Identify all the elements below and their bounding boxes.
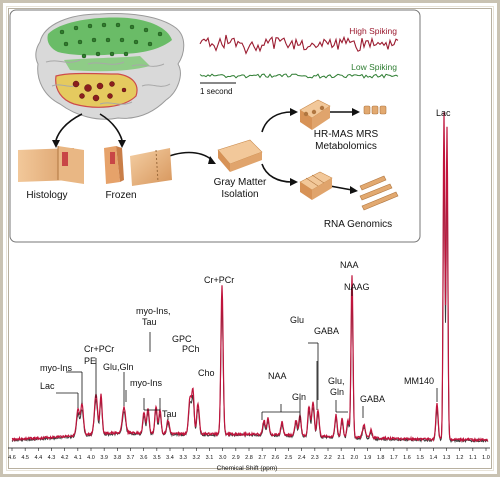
peak-label-pch: PCh (182, 344, 200, 354)
x-axis-ticks: 4.6 4.5 4.4 4.3 4.2 4.1 4.0 3.9 3.8 3.7 3.6 3.5 3.4 3… (8, 448, 490, 461)
x-tick-label: 2.6 (272, 455, 280, 461)
x-tick-label: 3.7 (127, 455, 135, 461)
gray-matter-label-line2: Isolation (221, 189, 258, 200)
eeg-traces: High Spiking Low Spiking 1 second (199, 26, 399, 96)
x-tick-label: 3.4 (166, 455, 174, 461)
x-tick-label: 1.4 (430, 455, 438, 461)
histology-block (18, 146, 84, 184)
peak-label-myo-ins-left: myo-Ins (40, 363, 73, 373)
x-tick-label: 3.0 (219, 455, 227, 461)
x-tick-label: 3.6 (140, 455, 148, 461)
rna-samples (359, 175, 399, 211)
hrmas-label-line2: Metabolomics (315, 141, 377, 152)
x-tick-label: 1.0 (482, 455, 490, 461)
gray-matter-block (217, 139, 263, 172)
peak-label-tau: Tau (162, 409, 177, 419)
x-axis-label: Chemical Shift (ppm) (217, 465, 278, 472)
x-tick-label: 2.2 (324, 455, 332, 461)
x-tick-label: 2.5 (285, 455, 293, 461)
frozen-block (104, 146, 172, 186)
hrmas-samples (363, 105, 387, 115)
x-tick-label: 2.0 (351, 455, 359, 461)
rna-label: RNA Genomics (324, 219, 392, 230)
x-tick-label: 4.5 (21, 455, 29, 461)
x-tick-label: 3.5 (153, 455, 161, 461)
x-tick-label: 4.4 (35, 455, 43, 461)
peak-label-gln: Gln (292, 392, 306, 402)
x-tick-label: 3.8 (114, 455, 122, 461)
peak-label-naa-main: NAA (340, 260, 359, 270)
peak-label-cr-pcr-main: Cr+PCr (204, 275, 234, 285)
peak-label-mm140: MM140 (404, 376, 434, 386)
peak-label-naa-small: NAA (268, 371, 287, 381)
histology-label: Histology (26, 190, 67, 201)
hrmas-label-line1: HR-MAS MRS (314, 129, 379, 140)
arrowheads (52, 108, 360, 194)
x-tick-label: 3.2 (193, 455, 201, 461)
peak-labels: Lac myo-Ins PE Cr+PCr Glu,Gln myo-Ins Ta… (40, 108, 451, 419)
peak-label-cr-pcr-left: Cr+PCr (84, 344, 114, 354)
x-tick-label: 4.2 (61, 455, 69, 461)
x-tick-label: 2.7 (258, 455, 266, 461)
x-tick-label: 4.3 (48, 455, 56, 461)
peak-label-cho: Cho (198, 368, 215, 378)
peak-label-glu-gln-left: Glu,Gln (103, 362, 134, 372)
x-tick-label: 1.6 (403, 455, 411, 461)
x-tick-label: 1.3 (443, 455, 451, 461)
x-tick-label: 2.9 (232, 455, 240, 461)
x-tick-label: 1.1 (469, 455, 477, 461)
peak-label-glu-right-1: Glu, (328, 376, 345, 386)
peak-label-gpc: GPC (172, 334, 192, 344)
gray-matter-label-line1: Gray Matter (214, 177, 267, 188)
x-tick-label: 1.8 (377, 455, 385, 461)
peak-label-myo-ins-tau-2: Tau (142, 317, 157, 327)
peak-label-gln-right-2: Gln (330, 387, 344, 397)
x-tick-label: 2.1 (337, 455, 345, 461)
peak-label-naag: NAAG (344, 282, 370, 292)
peak-label-lac-main: Lac (436, 108, 451, 118)
x-tick-label: 4.0 (87, 455, 95, 461)
figure-border (8, 8, 492, 469)
x-tick-label: 4.6 (8, 455, 16, 461)
x-tick-label: 2.8 (245, 455, 253, 461)
x-tick-label: 1.5 (416, 455, 424, 461)
x-tick-label: 2.4 (298, 455, 306, 461)
x-tick-label: 1.7 (390, 455, 398, 461)
peak-label-myo-ins-mid: myo-Ins (130, 378, 163, 388)
x-tick-label: 3.3 (179, 455, 187, 461)
frozen-label: Frozen (105, 190, 136, 201)
x-tick-label: 1.2 (456, 455, 464, 461)
hrmas-block (299, 99, 331, 130)
peak-label-myo-ins-tau-1: myo-Ins, (136, 306, 171, 316)
peak-label-pe: PE (84, 356, 96, 366)
x-tick-label: 4.1 (74, 455, 82, 461)
peak-label-glu: Glu (290, 315, 304, 325)
peak-annotation-lines (56, 288, 438, 420)
peak-label-gaba-mid: GABA (314, 326, 339, 336)
rna-block (299, 171, 333, 200)
peak-label-lac-left: Lac (40, 381, 55, 391)
peak-label-gaba-right: GABA (360, 394, 385, 404)
x-tick-label: 3.9 (100, 455, 108, 461)
x-tick-label: 2.3 (311, 455, 319, 461)
high-spiking-label: High Spiking (349, 26, 397, 36)
workflow-inset: High Spiking Low Spiking 1 second (9, 9, 421, 243)
spectrum-trace-red (11, 112, 489, 443)
x-tick-label: 3.1 (206, 455, 214, 461)
brain-illustration (35, 13, 185, 120)
x-tick-label: 1.9 (364, 455, 372, 461)
nmr-spectrum: 4.6 4.5 4.4 4.3 4.2 4.1 4.0 3.9 3.8 3.7 3.6 3.5 3.4 3… (8, 108, 490, 472)
scale-bar-label: 1 second (200, 87, 232, 96)
low-spiking-label: Low Spiking (351, 62, 397, 72)
